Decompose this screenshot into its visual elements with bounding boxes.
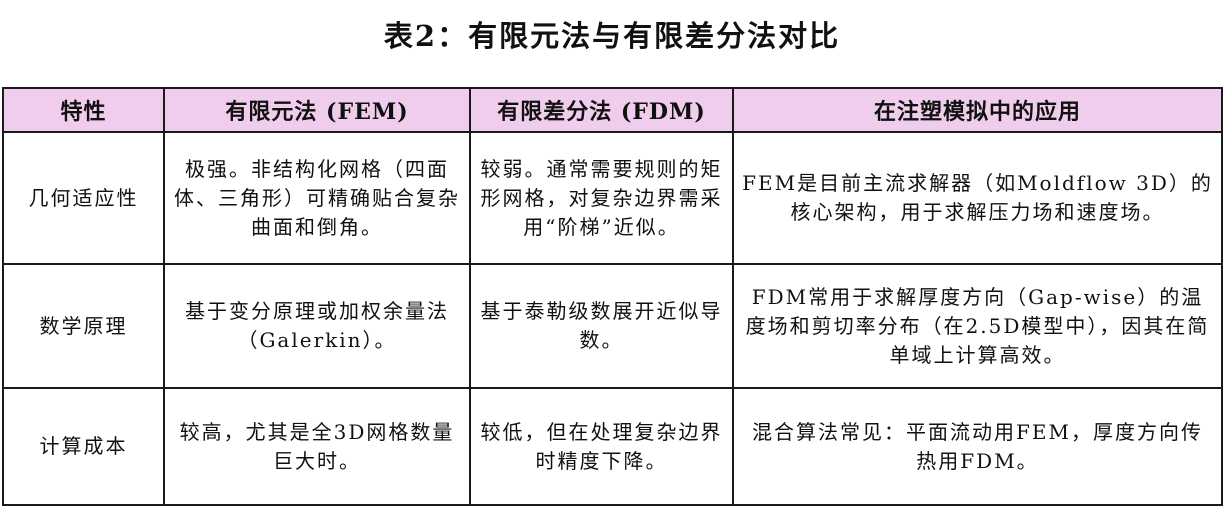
column-header-fdm: 有限差分法 (FDM) bbox=[469, 87, 734, 133]
cell-feature: 数学原理 bbox=[2, 263, 165, 389]
cell-feature: 几何适应性 bbox=[2, 131, 165, 265]
cell-fdm: 较低，但在处理复杂边界时精度下降。 bbox=[469, 387, 734, 506]
table-caption: 表2：有限元法与有限差分法对比 bbox=[383, 19, 841, 53]
column-header-feature: 特性 bbox=[2, 87, 165, 133]
cell-fdm: 基于泰勒级数展开近似导数。 bbox=[469, 263, 734, 389]
cell-fem: 较高，尤其是全3D网格数量巨大时。 bbox=[163, 387, 471, 506]
cell-application: FDM常用于求解厚度方向（Gap-wise）的温度场和剪切率分布（在2.5D模型… bbox=[732, 263, 1223, 389]
table-row: 数学原理 基于变分原理或加权余量法（Galerkin）。 基于泰勒级数展开近似导… bbox=[2, 263, 1223, 389]
comparison-table: 特性 有限元法 (FEM) 有限差分法 (FDM) 在注塑模拟中的应用 几何适应… bbox=[2, 87, 1223, 506]
cell-fdm: 较弱。通常需要规则的矩形网格，对复杂边界需采用“阶梯”近似。 bbox=[469, 131, 734, 265]
cell-application: 混合算法常见：平面流动用FEM，厚度方向传热用FDM。 bbox=[732, 387, 1223, 506]
column-header-application: 在注塑模拟中的应用 bbox=[732, 87, 1223, 133]
cell-fem: 基于变分原理或加权余量法（Galerkin）。 bbox=[163, 263, 471, 389]
table-row: 计算成本 较高，尤其是全3D网格数量巨大时。 较低，但在处理复杂边界时精度下降。… bbox=[2, 387, 1223, 506]
table-header-row: 特性 有限元法 (FEM) 有限差分法 (FDM) 在注塑模拟中的应用 bbox=[2, 87, 1223, 133]
column-header-fem: 有限元法 (FEM) bbox=[163, 87, 471, 133]
cell-feature: 计算成本 bbox=[2, 387, 165, 506]
cell-fem: 极强。非结构化网格（四面体、三角形）可精确贴合复杂曲面和倒角。 bbox=[163, 131, 471, 265]
cell-application: FEM是目前主流求解器（如Moldflow 3D）的核心架构，用于求解压力场和速… bbox=[732, 131, 1223, 265]
table-row: 几何适应性 极强。非结构化网格（四面体、三角形）可精确贴合复杂曲面和倒角。 较弱… bbox=[2, 131, 1223, 265]
